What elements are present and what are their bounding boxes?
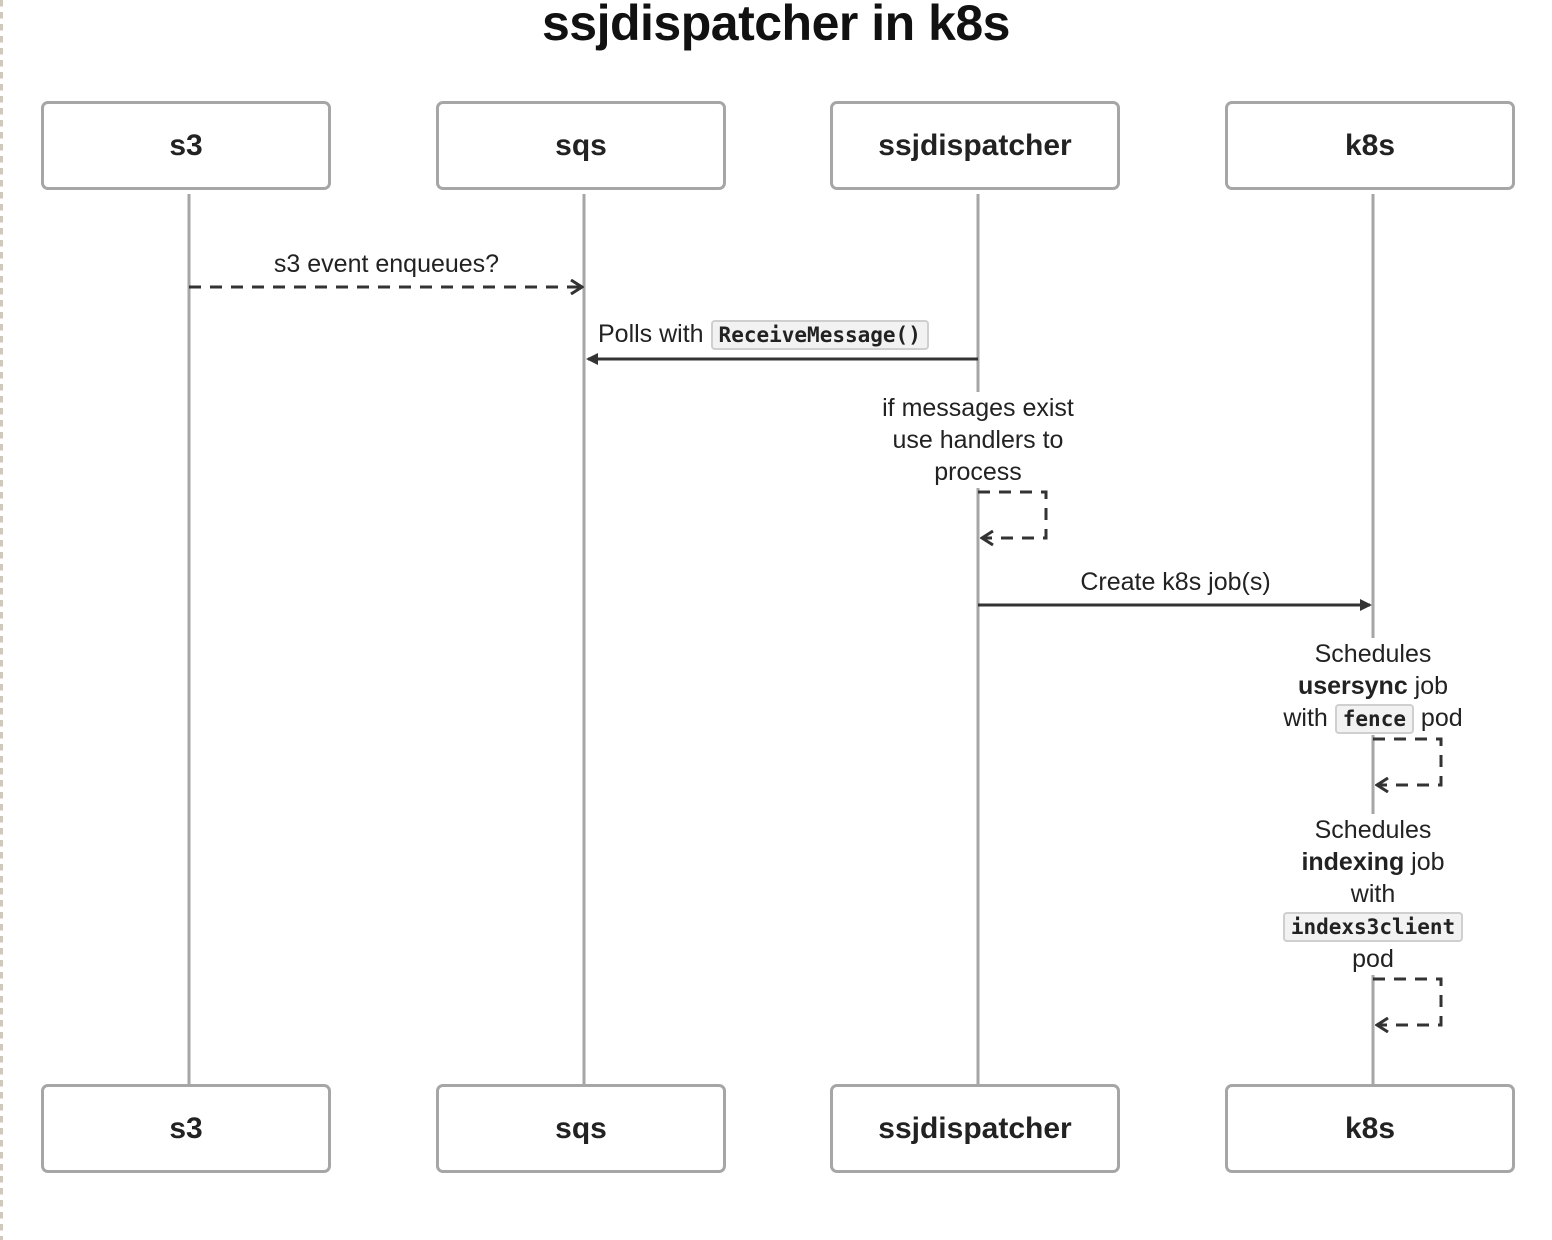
participant-sqs-bottom: sqs <box>436 1084 726 1173</box>
participant-label: sqs <box>555 1111 607 1145</box>
self-arrow-ssjdispatcher <box>978 490 1048 538</box>
diagram-title: ssjdispatcher in k8s <box>541 0 1011 51</box>
participant-k8s-top: k8s <box>1225 101 1515 190</box>
note-line: if messages exist <box>882 394 1074 422</box>
message-text: Polls with <box>598 320 704 348</box>
participant-s3-bottom: s3 <box>41 1084 331 1173</box>
participant-s3-top: s3 <box>41 101 331 190</box>
participant-label: s3 <box>169 128 203 162</box>
self-arrow-k8s-usersync <box>1373 737 1443 785</box>
page-left-border <box>0 0 3 1240</box>
note-line: indexs3client <box>1253 910 1493 943</box>
participant-label: ssjdispatcher <box>878 1111 1072 1145</box>
participant-label: ssjdispatcher <box>878 128 1072 162</box>
usersync-bold: usersync <box>1297 672 1408 700</box>
participant-label: k8s <box>1344 128 1396 162</box>
self-arrow-k8s-indexing <box>1373 977 1443 1025</box>
note-indexing: Schedules indexing job with indexs3clien… <box>1253 814 1493 975</box>
participant-label: s3 <box>169 1111 203 1145</box>
note-usersync: Schedules usersync job with fence pod <box>1253 638 1493 735</box>
note-line: pod <box>1352 945 1394 973</box>
note-line: use handlers to <box>892 426 1064 454</box>
note-line: indexing job <box>1253 846 1493 878</box>
note-text: pod <box>1413 704 1463 732</box>
participant-k8s-bottom: k8s <box>1225 1084 1515 1173</box>
note-line: with fence pod <box>1253 702 1493 735</box>
message-text: s3 event enqueues? <box>273 250 500 278</box>
code-receivemessage: ReceiveMessage() <box>710 320 929 350</box>
note-text: job <box>1407 672 1449 700</box>
code-fence: fence <box>1334 704 1414 734</box>
participant-ssjdispatcher-bottom: ssjdispatcher <box>830 1084 1120 1173</box>
message-text: Create k8s job(s) <box>1080 568 1271 596</box>
note-line: with <box>1350 880 1396 908</box>
note-line: Schedules <box>1314 816 1432 844</box>
note-text: with <box>1283 704 1328 732</box>
note-text: job <box>1404 848 1445 876</box>
note-line: usersync job <box>1253 670 1493 702</box>
note-line: Schedules <box>1314 640 1432 668</box>
participant-ssjdispatcher-top: ssjdispatcher <box>830 101 1120 190</box>
participant-label: k8s <box>1344 1111 1396 1145</box>
note-if-messages-exist: if messages exist use handlers to proces… <box>858 392 1098 488</box>
participant-label: sqs <box>555 128 607 162</box>
participant-sqs-top: sqs <box>436 101 726 190</box>
code-indexs3client: indexs3client <box>1282 912 1464 942</box>
message-label-create-job: Create k8s job(s) <box>978 566 1373 598</box>
indexing-bold: indexing <box>1301 848 1405 876</box>
note-line: process <box>934 458 1022 486</box>
message-label-s3-event: s3 event enqueues? <box>189 248 584 280</box>
message-label-polls: Polls with ReceiveMessage() <box>598 318 929 351</box>
